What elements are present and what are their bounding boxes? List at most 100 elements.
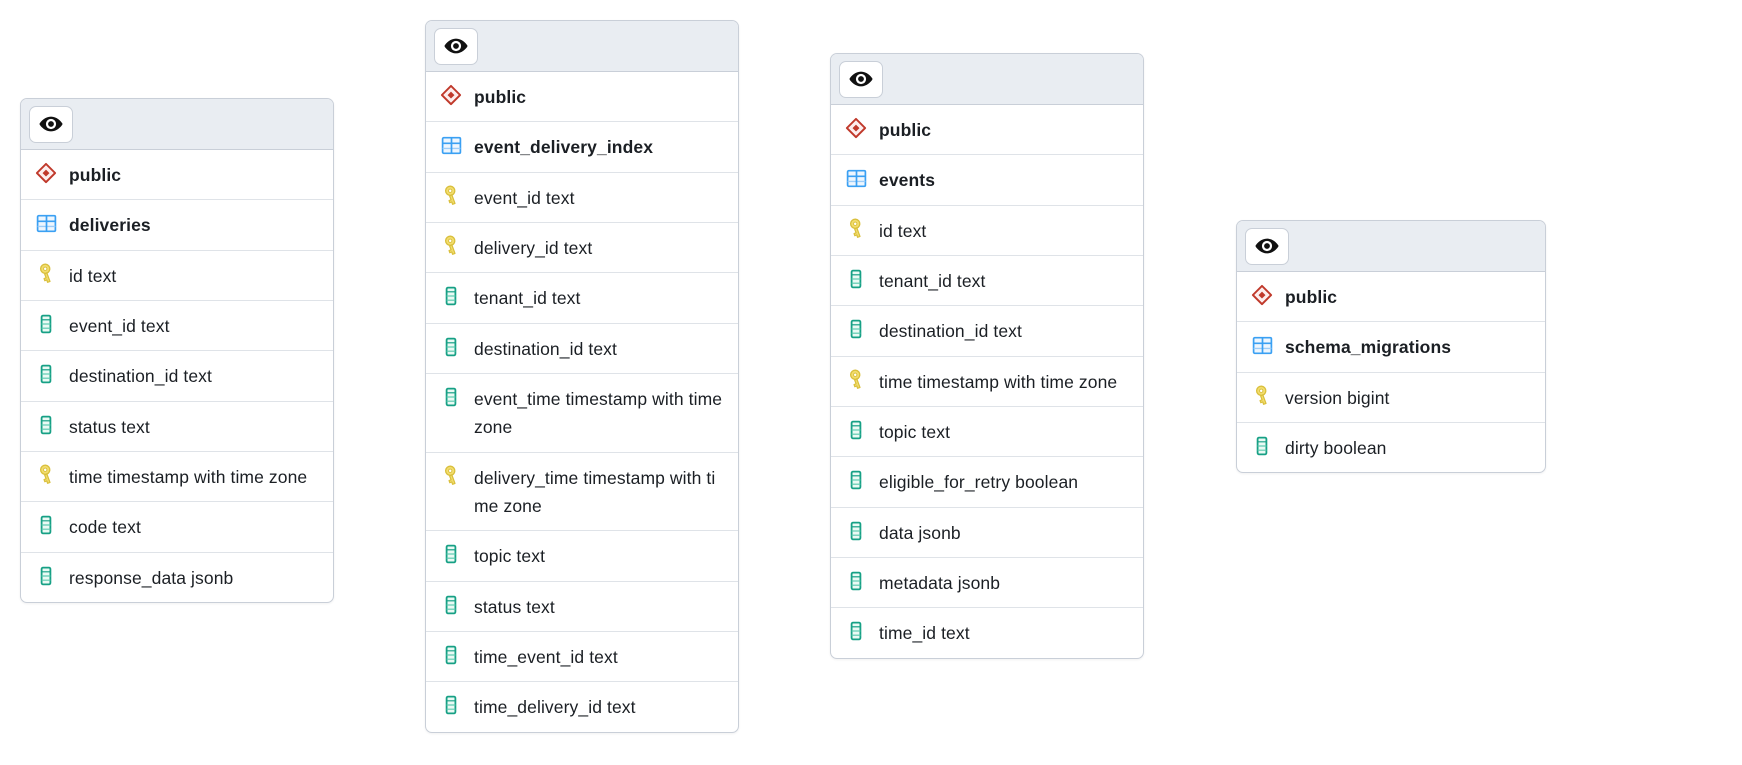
column-row[interactable]: destination_id text [426, 324, 738, 375]
primary-key-icon [440, 465, 462, 487]
column-row[interactable]: event_id text [21, 301, 333, 352]
column-row[interactable]: time_event_id text [426, 632, 738, 683]
column-label: destination_id text [69, 366, 212, 387]
schema-name: public [879, 120, 932, 140]
column-label: metadata jsonb [879, 573, 1001, 594]
table-card-header [426, 21, 738, 72]
table-card-header [1237, 221, 1545, 272]
schema-row[interactable]: public [426, 72, 738, 123]
column-label: topic text [474, 546, 546, 567]
column-row[interactable]: status text [21, 402, 333, 453]
column-icon [440, 336, 462, 358]
column-icon [845, 419, 867, 441]
column-row[interactable]: code text [21, 502, 333, 553]
column-label: time_id text [879, 623, 970, 644]
column-row[interactable]: topic text [426, 531, 738, 582]
column-icon [845, 570, 867, 592]
visibility-toggle-button[interactable] [839, 60, 883, 98]
column-label: status text [474, 596, 555, 617]
column-icon [845, 520, 867, 542]
column-row[interactable]: data jsonb [831, 508, 1143, 559]
table-name-row[interactable]: schema_migrations [1237, 322, 1545, 373]
column-label: status text [69, 416, 150, 437]
column-label: destination_id text [474, 338, 617, 359]
column-row[interactable]: delivery_time timestamp with time zone [426, 453, 738, 532]
column-label: destination_id text [879, 321, 1022, 342]
column-row[interactable]: time_delivery_id text [426, 682, 738, 731]
schema-diamond-icon [1251, 284, 1273, 306]
table-name-row[interactable]: deliveries [21, 200, 333, 251]
column-row[interactable]: status text [426, 582, 738, 633]
table-grid-icon [35, 212, 57, 234]
column-label: id text [879, 220, 927, 241]
column-row[interactable]: time_id text [831, 608, 1143, 657]
visibility-toggle-button[interactable] [29, 105, 73, 143]
column-icon [35, 363, 57, 385]
primary-key-icon [845, 369, 867, 391]
column-icon [35, 313, 57, 335]
primary-key-icon [440, 185, 462, 207]
column-row[interactable]: time timestamp with time zone [831, 357, 1143, 408]
column-row[interactable]: topic text [831, 407, 1143, 458]
schema-diamond-icon [845, 117, 867, 139]
column-label: id text [69, 265, 117, 286]
column-icon [440, 285, 462, 307]
column-row[interactable]: event_id text [426, 173, 738, 224]
column-label: tenant_id text [879, 271, 986, 292]
column-icon [440, 594, 462, 616]
schema-row[interactable]: public [1237, 272, 1545, 323]
table-card-events[interactable]: public events id text tenant_id text destina… [830, 53, 1144, 659]
table-card-header [21, 99, 333, 150]
eye-icon [848, 66, 874, 92]
table-grid-icon [845, 167, 867, 189]
table-grid-icon [1251, 334, 1273, 356]
column-row[interactable]: metadata jsonb [831, 558, 1143, 609]
column-icon [845, 620, 867, 642]
table-name: deliveries [69, 215, 151, 236]
column-row[interactable]: tenant_id text [426, 273, 738, 324]
column-row[interactable]: dirty boolean [1237, 423, 1545, 472]
column-icon [440, 694, 462, 716]
table-name: event_delivery_index [474, 137, 654, 158]
visibility-toggle-button[interactable] [434, 27, 478, 65]
column-row[interactable]: version bigint [1237, 373, 1545, 424]
visibility-toggle-button[interactable] [1245, 227, 1289, 265]
column-row[interactable]: tenant_id text [831, 256, 1143, 307]
schema-diamond-icon [440, 84, 462, 106]
column-icon [440, 644, 462, 666]
column-row[interactable]: event_time timestamp with time zone [426, 374, 738, 453]
column-row[interactable]: id text [21, 251, 333, 302]
column-label: topic text [879, 422, 951, 443]
column-label: event_time timestamp with time zone [474, 389, 723, 438]
column-icon [35, 514, 57, 536]
column-row[interactable]: time timestamp with time zone [21, 452, 333, 503]
schema-name: public [1285, 287, 1338, 307]
column-icon [440, 543, 462, 565]
column-label: time_delivery_id text [474, 697, 636, 718]
column-label: time timestamp with time zone [69, 467, 308, 488]
table-name-row[interactable]: events [831, 155, 1143, 206]
column-row[interactable]: response_data jsonb [21, 553, 333, 602]
primary-key-icon [35, 464, 57, 486]
column-label: event_id text [69, 316, 170, 337]
column-label: code text [69, 517, 141, 538]
column-label: delivery_time timestamp with time zone [474, 467, 716, 517]
column-label: response_data jsonb [69, 567, 234, 588]
column-icon [845, 469, 867, 491]
column-icon [845, 268, 867, 290]
schema-row[interactable]: public [831, 105, 1143, 156]
column-row[interactable]: id text [831, 206, 1143, 257]
schema-diamond-icon [35, 162, 57, 184]
column-row[interactable]: eligible_for_retry boolean [831, 457, 1143, 508]
table-name: schema_migrations [1285, 337, 1452, 358]
column-row[interactable]: destination_id text [831, 306, 1143, 357]
column-icon [845, 318, 867, 340]
column-row[interactable]: destination_id text [21, 351, 333, 402]
table-name-row[interactable]: event_delivery_index [426, 122, 738, 173]
eye-icon [38, 111, 64, 137]
schema-row[interactable]: public [21, 150, 333, 201]
table-card-deliveries[interactable]: public deliveries id text event_id text dest… [20, 98, 334, 604]
column-row[interactable]: delivery_id text [426, 223, 738, 274]
